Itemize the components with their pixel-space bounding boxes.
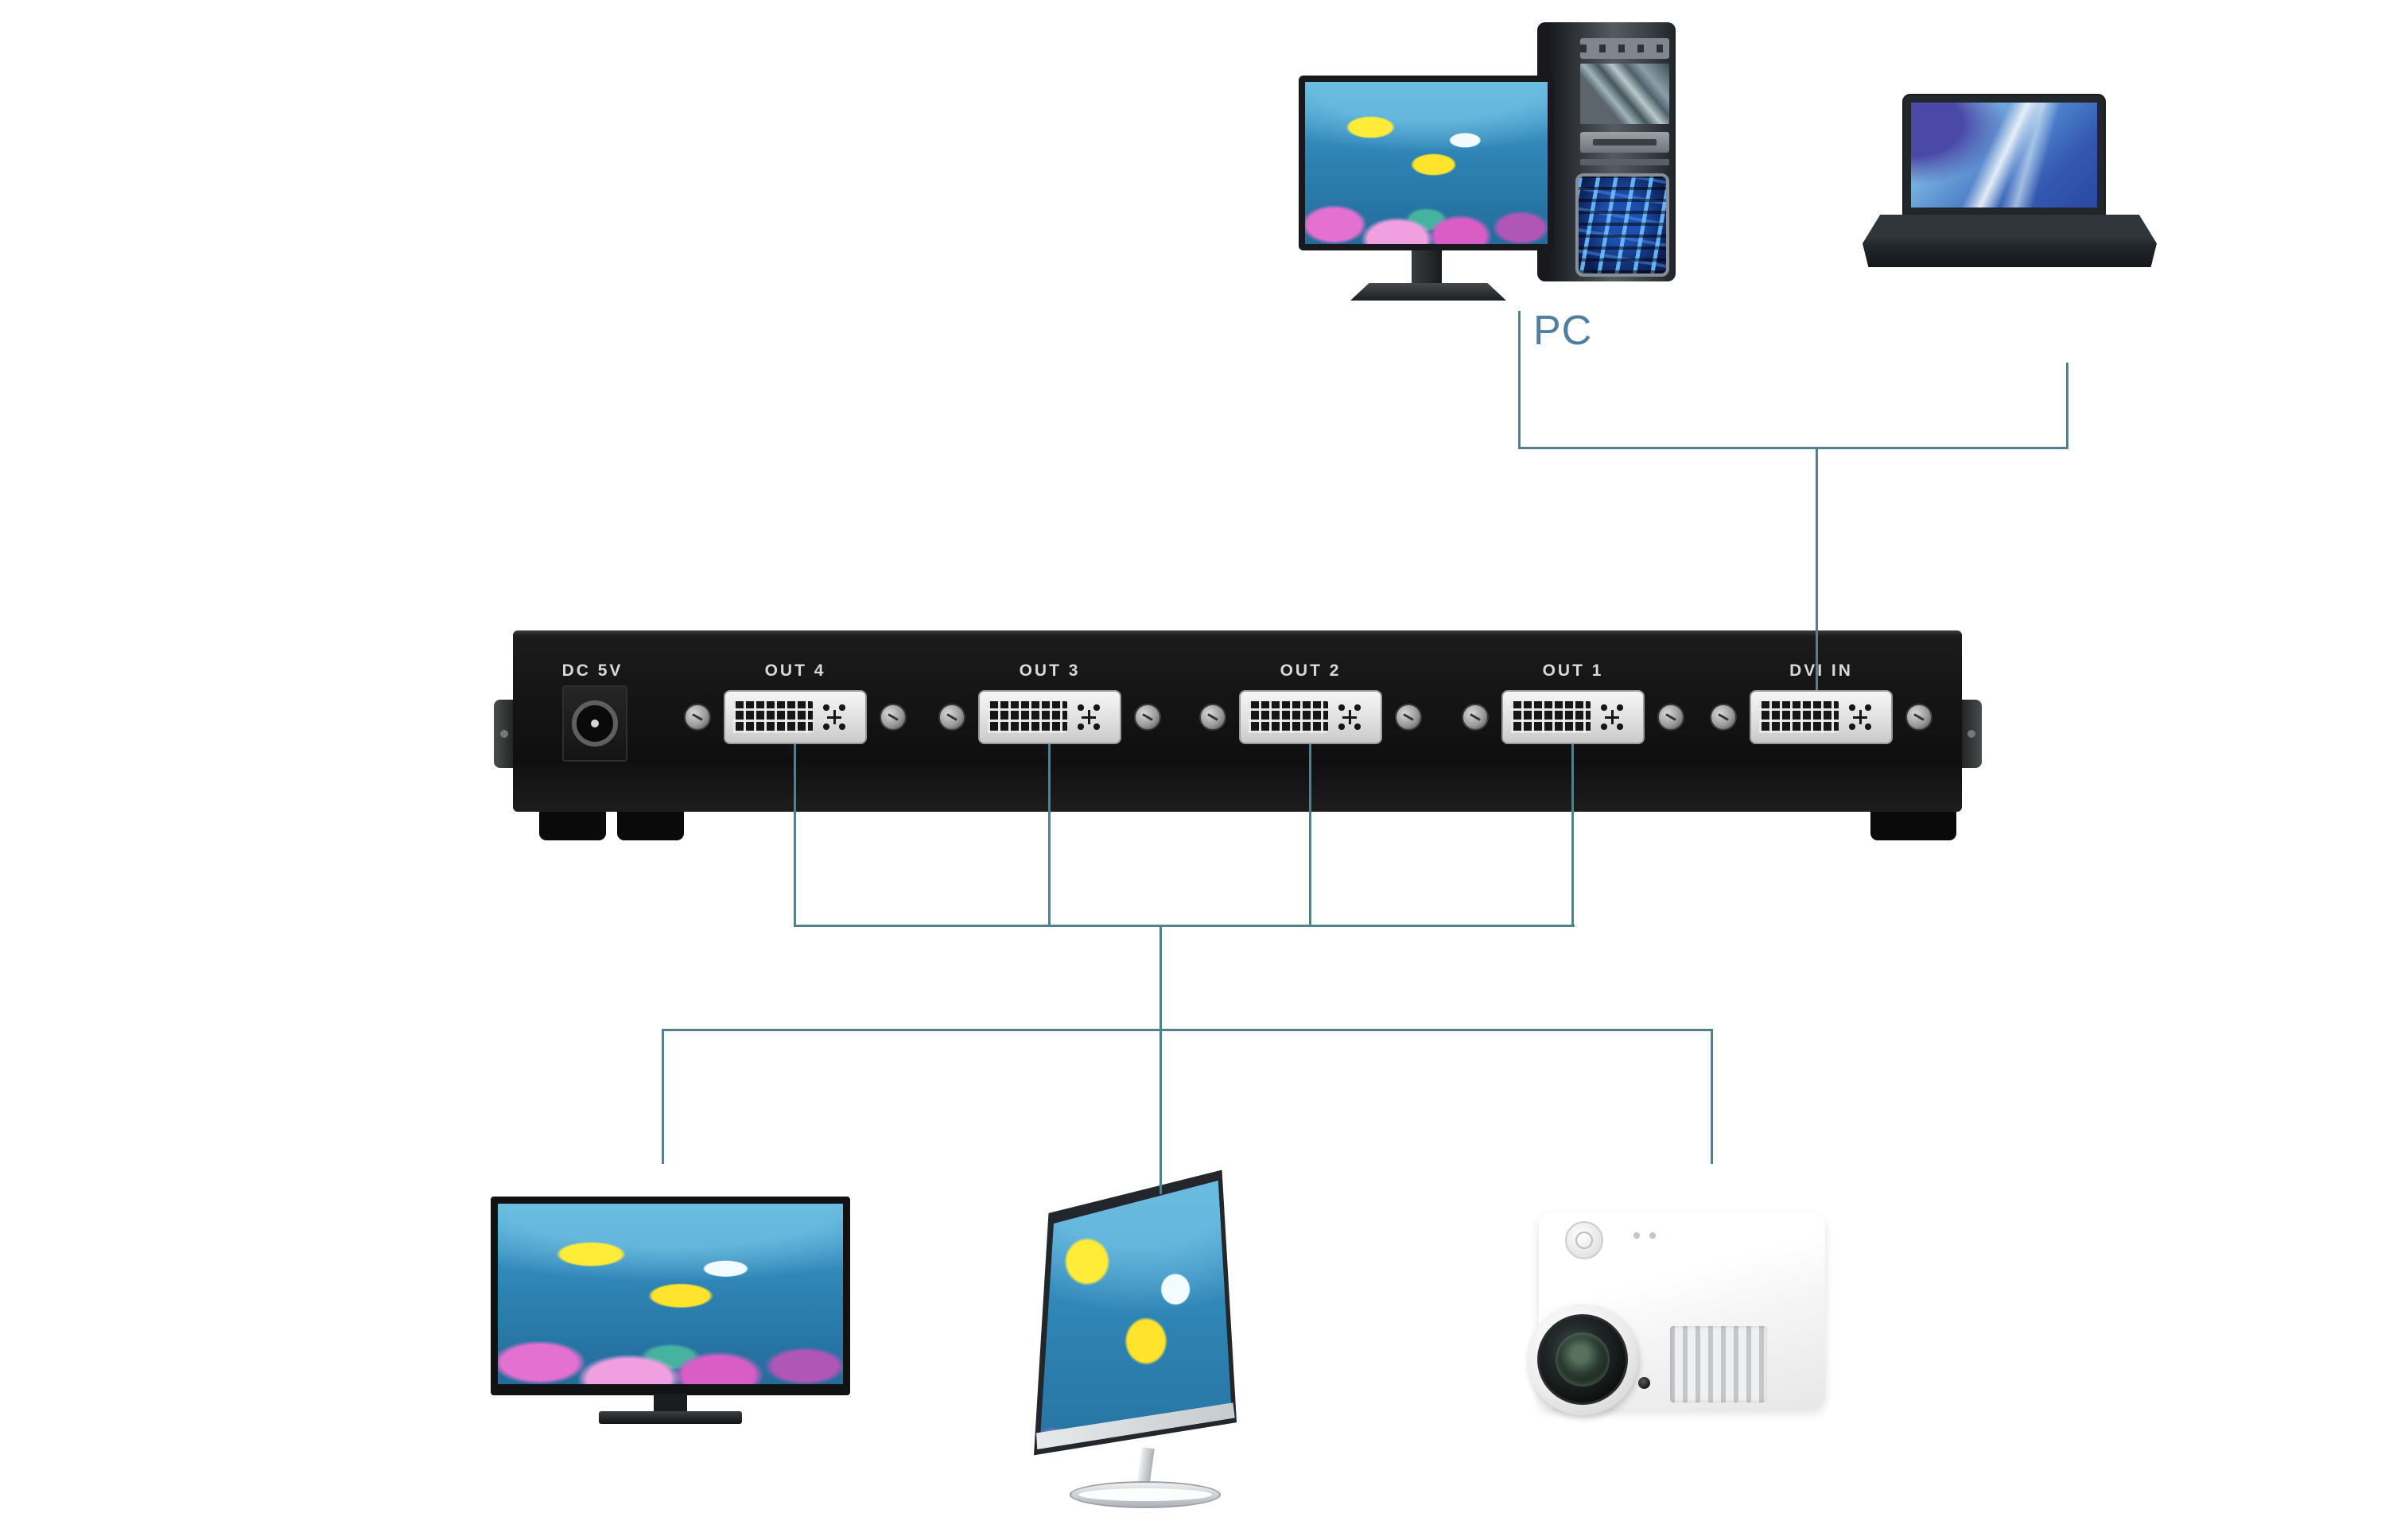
monitor-screen bbox=[1039, 1181, 1232, 1444]
splitter-foot bbox=[617, 810, 684, 840]
dvi-analog-pins bbox=[1847, 701, 1874, 733]
dvi-analog-pins bbox=[1598, 701, 1626, 733]
cable-display-bus bbox=[662, 1029, 1713, 1031]
desktop-monitor-stand-neck bbox=[1412, 249, 1442, 287]
cable-bus-link bbox=[1159, 926, 1162, 1032]
dvi-port-out2 bbox=[1199, 690, 1422, 744]
splitter-mounting-ear-left bbox=[494, 700, 515, 768]
screw-icon bbox=[1905, 704, 1932, 731]
dvi-pin-grid bbox=[988, 701, 1067, 733]
projector-top-marks bbox=[1632, 1231, 1659, 1240]
tv-stand-neck bbox=[654, 1394, 687, 1413]
cable-out3-drop bbox=[1048, 716, 1051, 926]
cable-tv-drop bbox=[662, 1030, 664, 1164]
dvi-analog-pins bbox=[1336, 701, 1363, 733]
screw-icon bbox=[1710, 704, 1737, 731]
dvi-connector bbox=[1750, 690, 1893, 744]
tower-drive-slot bbox=[1580, 132, 1669, 153]
screw-icon bbox=[938, 704, 965, 731]
port-label-dc5v: DC 5V bbox=[561, 661, 623, 680]
screw-icon bbox=[1134, 704, 1161, 731]
power-jack-dc5v bbox=[562, 685, 627, 762]
dvi-analog-pins bbox=[821, 701, 848, 733]
screw-icon bbox=[1657, 704, 1684, 731]
port-label-out1: OUT 1 bbox=[1542, 661, 1604, 680]
projector-power-button bbox=[1565, 1221, 1603, 1259]
dvi-port-out4 bbox=[684, 690, 907, 744]
pc-tower-icon bbox=[1537, 22, 1676, 281]
cable-out2-drop bbox=[1309, 716, 1311, 926]
monitor-icon bbox=[1026, 1165, 1253, 1511]
projector-ir-sensor bbox=[1638, 1377, 1650, 1389]
cable-pc-drop bbox=[1518, 311, 1521, 449]
dvi-pin-grid bbox=[733, 701, 813, 733]
dvi-port-out1 bbox=[1462, 690, 1684, 744]
dvi-pin-grid bbox=[1249, 701, 1328, 733]
dvi-port-out3 bbox=[938, 690, 1161, 744]
desktop-monitor-icon bbox=[1299, 76, 1554, 250]
splitter-foot bbox=[1870, 810, 1956, 840]
splitter-mounting-ear-right bbox=[1961, 700, 1982, 768]
port-label-out3: OUT 3 bbox=[1019, 661, 1081, 680]
cable-laptop-drop bbox=[2066, 363, 2068, 449]
dvi-pin-grid bbox=[1511, 701, 1591, 733]
tower-fan-window bbox=[1575, 173, 1669, 277]
dvi-pin-grid bbox=[1759, 701, 1839, 733]
screw-icon bbox=[684, 704, 711, 731]
screw-icon bbox=[1395, 704, 1422, 731]
laptop-base bbox=[1863, 215, 2157, 267]
cable-out1-drop bbox=[1571, 716, 1574, 926]
cable-to-dvi-in bbox=[1816, 448, 1818, 719]
cable-monitor-drop bbox=[1159, 1030, 1162, 1194]
desktop-monitor-stand-base bbox=[1350, 283, 1506, 301]
projector-lens bbox=[1537, 1314, 1628, 1405]
port-label-dvi-in: DVI IN bbox=[1789, 661, 1853, 680]
laptop-icon bbox=[1902, 94, 2106, 216]
dvi-connector bbox=[978, 690, 1121, 744]
screw-icon bbox=[1462, 704, 1489, 731]
dvi-connector bbox=[1501, 690, 1645, 744]
cable-output-bus bbox=[794, 925, 1575, 927]
laptop-screen bbox=[1911, 103, 2097, 208]
dvi-port-dvi-in bbox=[1710, 690, 1932, 744]
monitor-stand-base bbox=[1070, 1481, 1221, 1508]
projector-vent-grille bbox=[1670, 1326, 1767, 1402]
desktop-monitor-screen bbox=[1305, 82, 1548, 244]
pc-label: PC bbox=[1533, 308, 1593, 354]
tower-drive-bays bbox=[1580, 38, 1669, 59]
tower-trim bbox=[1580, 159, 1669, 165]
dvi-connector bbox=[724, 690, 867, 744]
tv-icon bbox=[491, 1197, 850, 1395]
tv-stand-base bbox=[599, 1411, 742, 1424]
screw-icon bbox=[1199, 704, 1226, 731]
port-label-out4: OUT 4 bbox=[764, 661, 826, 680]
dvi-analog-pins bbox=[1075, 701, 1102, 733]
splitter-foot bbox=[539, 810, 606, 840]
cable-out4-drop bbox=[794, 716, 796, 926]
dvi-connector bbox=[1239, 690, 1382, 744]
cable-source-bus bbox=[1518, 447, 2068, 449]
port-label-out2: OUT 2 bbox=[1280, 661, 1342, 680]
power-jack-pin bbox=[591, 720, 599, 727]
cable-projector-drop bbox=[1711, 1030, 1713, 1164]
screw-icon bbox=[880, 704, 907, 731]
tower-front-panel-art bbox=[1580, 64, 1669, 124]
tv-screen bbox=[498, 1204, 843, 1384]
power-jack-ring bbox=[572, 700, 618, 747]
